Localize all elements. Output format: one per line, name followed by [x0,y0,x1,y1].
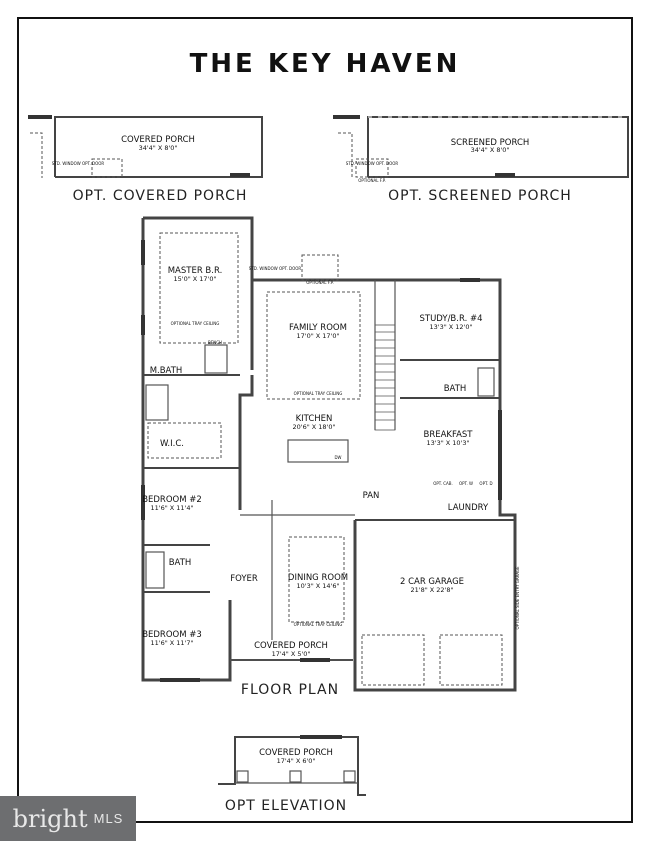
rooms-0-dims-label: 15'0" X 17'0" [174,275,217,283]
rooms-1-note-label: OPTIONAL TRAY CEILING [294,391,343,396]
rooms-4-dims-label: 13'3" X 10'3" [427,439,470,447]
options-screened_porch-caption-label: OPT. SCREENED PORCH [388,188,572,204]
rooms-2-name-label: STUDY/B.R. #4 [419,314,482,324]
small_labels-std_window-label: STD. WINDOW OPT. DOOR [249,266,302,271]
small_labels-opt_d-label: OPT. D [479,481,492,486]
options-covered_porch-name-label: COVERED PORCH [121,135,195,145]
small_labels-pan-label: PAN [363,491,380,501]
small_labels-dw-label: DW [334,455,341,460]
rooms-0-note-label: OPTIONAL TRAY CEILING [171,321,220,326]
rooms-6-note-label: OPTIONAL TRAY CEILING [294,622,343,627]
small_labels-mbath-label: M.BATH [150,366,183,376]
options-covered_porch-caption-label: OPT. COVERED PORCH [73,188,248,204]
rooms-5-name-label: BEDROOM #2 [142,495,202,505]
small_labels-foyer-label: FOYER [230,574,258,584]
rooms-3-name-label: KITCHEN [296,414,333,424]
plan-title: THE KEY HAVEN [190,49,461,79]
small_labels-wic-label: W.I.C. [160,439,184,449]
small_labels-bath_left-label: BATH [169,558,192,568]
elevation-caption-label: OPT ELEVATION [225,798,347,814]
floor-plan-caption: FLOOR PLAN [241,682,339,698]
rooms-6-name-label: DINING ROOM [288,573,348,583]
elevation-dims-label: 17'4" X 6'0" [277,757,316,765]
watermark-suffix: MLS [93,811,124,826]
rooms-0-name-label: MASTER B.R. [168,266,223,276]
rooms-8-dims-label: 11'6" X 11'7" [151,639,194,647]
rooms-7-name-label: 2 CAR GARAGE [400,577,464,587]
rooms-6-dims-label: 10'3" X 14'6" [297,582,340,590]
small_labels-bench-label: BENCH [208,340,222,345]
rooms-5-dims-label: 11'6" X 11'4" [151,504,194,512]
opt-covered-porch: COVERED PORCH 34'4" X 8'0" STD. WINDOW O… [28,115,263,204]
small_labels-laundry-label: LAUNDRY [448,503,489,513]
opt-elevation: COVERED PORCH 17'4" X 6'0" OPT ELEVATION [218,735,366,814]
small_labels-opt_cab-label: OPT. CAB. [433,481,453,486]
rooms-7-dims-label: 21'8" X 22'8" [411,586,454,594]
rooms-7-note-label: OPTIONAL SIDE ENTRY GARAGE [515,566,520,630]
rooms-9-dims-label: 17'4" X 5'0" [272,650,311,658]
border-frame [17,17,633,823]
rooms-3-dims-label: 20'6" X 18'0" [293,423,336,431]
rooms-1-name-label: FAMILY ROOM [289,323,347,333]
small_labels-fp-label: OPTIONAL F.P. [306,280,334,285]
small_labels-bath_right-label: BATH [444,384,467,394]
options-covered_porch-dims-label: 34'4" X 8'0" [139,144,178,152]
options-screened_porch-fp-label: OPTIONAL F.P. [358,178,386,183]
rooms-9-name-label: COVERED PORCH [254,641,328,651]
options-screened_porch-note-label: STD. WINDOW OPT. DOOR [346,161,399,166]
rooms-2-dims-label: 13'3" X 12'0" [430,323,473,331]
small_labels-opt_wd-label: OPT. W [459,481,473,486]
rooms-1-dims-label: 17'0" X 17'0" [297,332,340,340]
rooms-8-name-label: BEDROOM #3 [142,630,202,640]
main-floor-plan: MASTER B.R. 15'0" X 17'0" OPTIONAL TRAY … [141,216,520,698]
watermark-brand: bright [12,804,88,833]
options-screened_porch-name-label: SCREENED PORCH [451,138,530,148]
bright-mls-watermark: bright MLS [0,796,136,841]
rooms-4-name-label: BREAKFAST [423,430,473,440]
opt-screened-porch: SCREENED PORCH 34'4" X 8'0" STD. WINDOW … [333,115,629,204]
options-covered_porch-note-label: STD. WINDOW OPT. DOOR [52,161,105,166]
options-screened_porch-dims-label: 34'4" X 8'0" [471,146,510,154]
elevation-name-label: COVERED PORCH [259,748,333,758]
